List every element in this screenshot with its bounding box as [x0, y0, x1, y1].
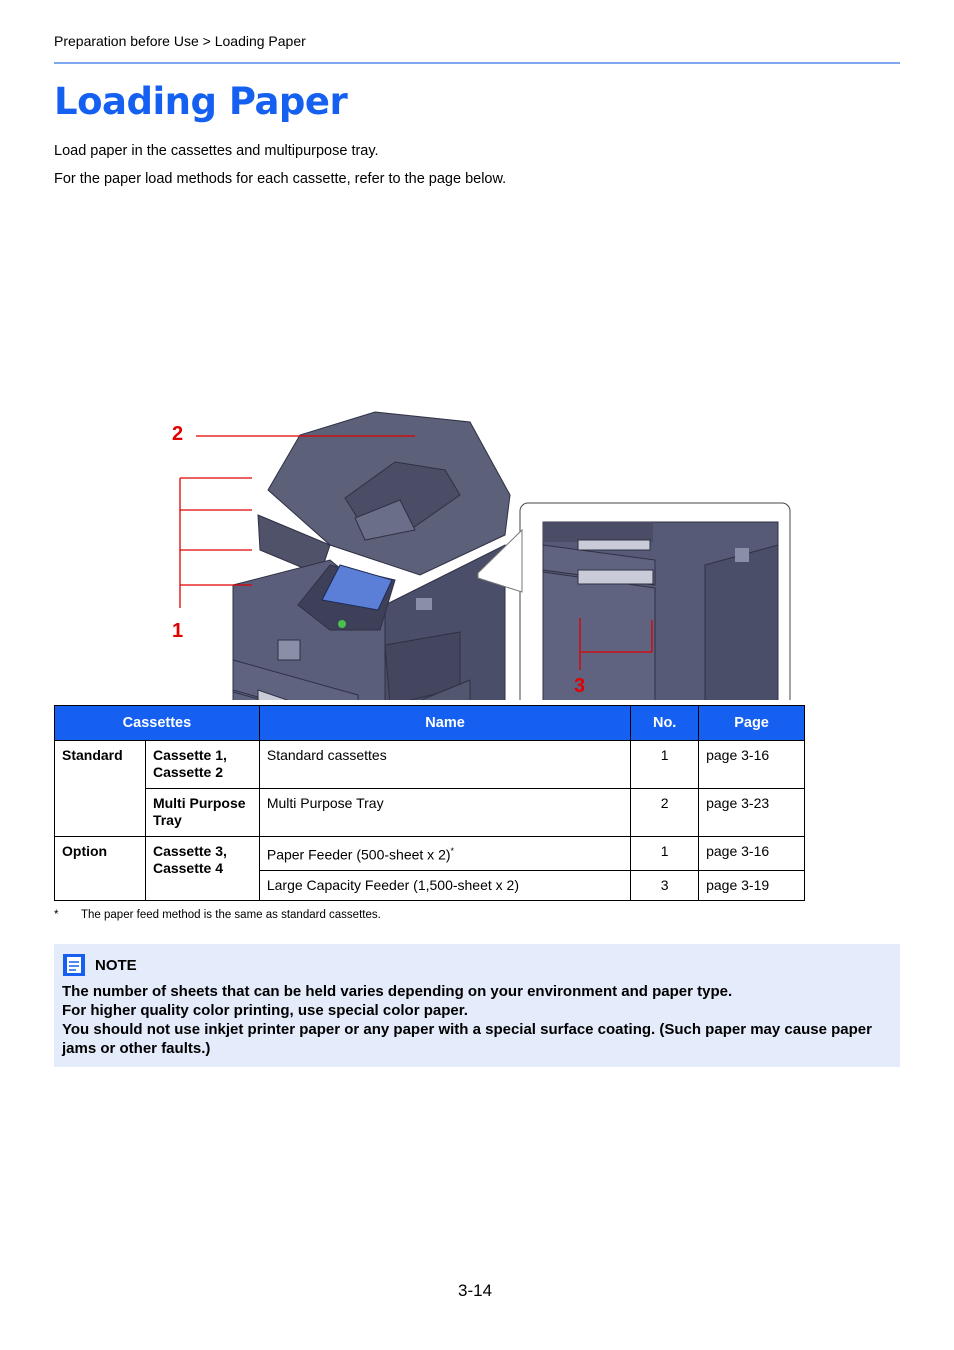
name-cell: Multi Purpose Tray [258, 788, 632, 837]
note-icon [63, 954, 85, 976]
printer-body [232, 411, 511, 700]
table-row: Multi Purpose Tray Multi Purpose Tray 2 … [55, 788, 805, 837]
callout-lines [179, 435, 653, 670]
callout-3: 3 [574, 675, 586, 697]
name-cell: Standard cassettes [258, 740, 632, 789]
name-text: Paper Feeder (500-sheet x 2) [266, 846, 451, 863]
note-box: NOTE The number of sheets that can be he… [54, 944, 900, 1067]
footnote-text: The paper feed method is the same as sta… [81, 909, 381, 921]
table-row: Large Capacity Feeder (1,500-sheet x 2) … [55, 869, 805, 901]
name-cell: Large Capacity Feeder (1,500-sheet x 2) [258, 869, 632, 901]
note-line-3: You should not use inkjet printer paper … [62, 1021, 872, 1057]
printer-illustration [179, 411, 791, 700]
no-cell: 1 [630, 740, 700, 789]
group-cell: Standard [54, 740, 146, 837]
note-line-2: For higher quality color printing, use s… [62, 1002, 468, 1019]
note-line-1: The number of sheets that can be held va… [62, 983, 733, 1000]
header-page: Page [698, 705, 805, 741]
table-header-row: Cassettes Name No. Page [54, 705, 805, 741]
page-cell: page 3-16 [698, 836, 805, 871]
no-cell: 1 [630, 836, 700, 871]
footnote-mark: * [54, 909, 59, 921]
name-cell: Paper Feeder (500-sheet x 2)* [258, 836, 632, 871]
intro-line-1: Load paper in the cassettes and multipur… [54, 143, 379, 159]
cassette-cell: Cassette 1, Cassette 2 [144, 740, 260, 789]
header-cassettes: Cassettes [54, 705, 260, 741]
page-number: 3-14 [458, 1281, 493, 1300]
footnote-marker: * [450, 846, 455, 856]
callout-2: 2 [172, 423, 184, 445]
group-cell: Option [54, 836, 146, 901]
header-no: No. [630, 705, 700, 741]
breadcrumb: Preparation before Use > Loading Paper [54, 33, 306, 49]
page-title: Loading Paper [54, 80, 348, 123]
cassette-cell: Multi Purpose Tray [144, 788, 260, 837]
inset-feeder [542, 521, 779, 700]
note-heading: NOTE [95, 957, 137, 974]
no-cell: 3 [630, 869, 700, 901]
cassette-cell: Cassette 3, Cassette 4 [144, 836, 260, 901]
no-cell: 2 [630, 788, 700, 837]
table-row: Option Cassette 3, Cassette 4 Paper Feed… [54, 836, 805, 901]
page-cell: page 3-16 [698, 740, 805, 789]
page-cell: page 3-19 [698, 869, 805, 901]
table-row: Standard Cassette 1, Cassette 2 Standard… [54, 740, 805, 837]
note-body: The number of sheets that can be held va… [62, 982, 892, 1058]
intro-line-2: For the paper load methods for each cass… [54, 171, 507, 187]
callout-1: 1 [172, 620, 184, 642]
page-cell: page 3-23 [698, 788, 805, 837]
header-name: Name [258, 705, 632, 741]
footnote: * The paper feed method is the same as s… [54, 909, 381, 921]
cassette-table: Cassettes Name No. Page Standard Cassett… [54, 705, 805, 901]
header-divider [54, 62, 900, 64]
